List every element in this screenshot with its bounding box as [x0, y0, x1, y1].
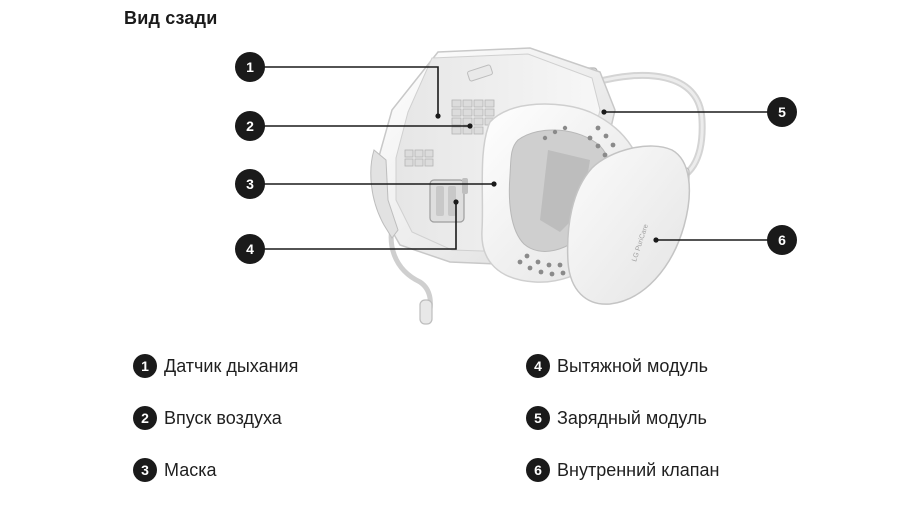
svg-text:5: 5: [778, 104, 786, 120]
legend-label: Впуск воздуха: [164, 407, 282, 428]
leader-endpoints: [435, 109, 659, 243]
legend-label: Внутренний клапан: [557, 459, 720, 480]
legend: 1 Датчик дыхания 2 Впуск воздуха 3 Маска…: [0, 352, 900, 492]
svg-text:1: 1: [246, 59, 254, 75]
legend-item-1: 1 Датчик дыхания: [133, 352, 298, 380]
page-title: Вид сзади: [124, 8, 218, 28]
callout-badge-5: 5: [767, 97, 797, 127]
legend-label: Зарядный модуль: [557, 407, 707, 428]
legend-badge: 4: [526, 354, 550, 378]
legend-item-4: 4 Вытяжной модуль: [526, 352, 708, 380]
svg-text:2: 2: [246, 118, 254, 134]
legend-badge: 1: [133, 354, 157, 378]
legend-item-3: 3 Маска: [133, 456, 217, 484]
air-inlet-grille: [404, 99, 495, 167]
legend-badge: 3: [133, 458, 157, 482]
legend-badge: 6: [526, 458, 550, 482]
inner-valve: LG PuriCare: [566, 145, 691, 305]
legend-label: Маска: [164, 459, 217, 480]
legend-badge: 2: [133, 406, 157, 430]
svg-text:3: 3: [246, 176, 254, 192]
leader-line-1: [264, 66, 439, 116]
callout-badge-1: 1: [235, 52, 265, 82]
callout-badge-3: 3: [235, 169, 265, 199]
legend-item-6: 6 Внутренний клапан: [526, 456, 720, 484]
leader-lines: [264, 66, 768, 250]
callout-badge-4: 4: [235, 234, 265, 264]
legend-badge: 5: [526, 406, 550, 430]
leader-line-4: [264, 202, 457, 250]
legend-label: Датчик дыхания: [164, 355, 299, 376]
svg-text:6: 6: [778, 232, 786, 248]
callout-badge-2: 2: [235, 111, 265, 141]
legend-label: Вытяжной модуль: [557, 355, 708, 376]
svg-text:4: 4: [246, 241, 254, 257]
legend-item-2: 2 Впуск воздуха: [133, 404, 282, 432]
callout-badge-6: 6: [767, 225, 797, 255]
legend-item-5: 5 Зарядный модуль: [526, 404, 707, 432]
